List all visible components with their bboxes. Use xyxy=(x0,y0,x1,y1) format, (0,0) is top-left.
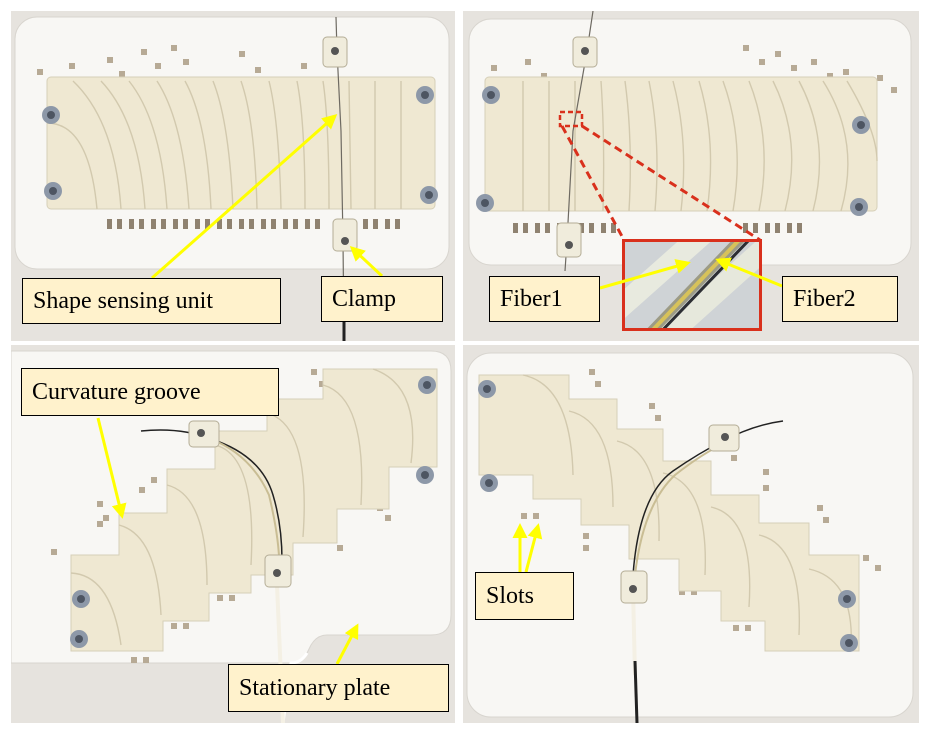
label-slots: Slots xyxy=(475,572,574,620)
fiber-closeup-image xyxy=(625,242,759,328)
label-fiber2: Fiber2 xyxy=(782,276,898,322)
label-stationary-plate: Stationary plate xyxy=(228,664,449,712)
label-shape-sensing-unit: Shape sensing unit xyxy=(22,278,281,324)
label-clamp: Clamp xyxy=(321,276,443,322)
label-fiber1: Fiber1 xyxy=(489,276,600,322)
fiber-zoom-inset xyxy=(622,239,762,331)
photo-bent-unit-down xyxy=(463,345,919,723)
label-curvature-groove: Curvature groove xyxy=(21,368,279,416)
photo-panel-bent-down xyxy=(463,345,919,723)
